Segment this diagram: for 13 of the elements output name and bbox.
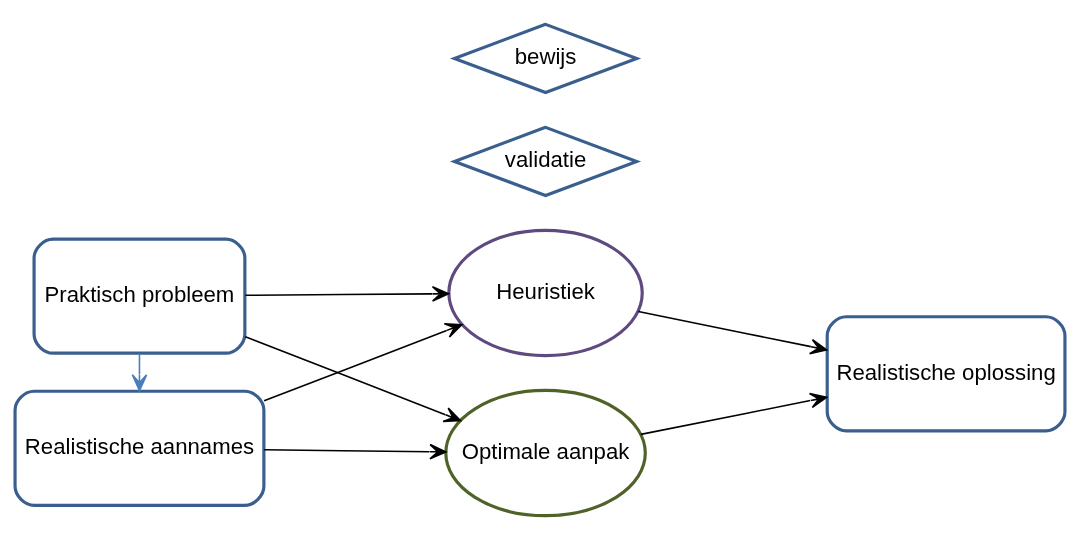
node-diamond: validatie [449,125,642,198]
node-box: Realistische aannames [13,389,266,507]
node-box: Realistische oplossing [825,315,1067,433]
arrow [263,322,463,402]
arrow [637,310,828,355]
node-diamond: bewijs [449,22,642,95]
arrow [244,285,450,302]
arrow [131,352,148,392]
arrow [640,392,828,436]
node-ellipse: Heuristiek [447,228,644,358]
node-box: Praktisch probleem [32,237,247,355]
arrow [244,335,462,423]
arrow [263,443,447,460]
